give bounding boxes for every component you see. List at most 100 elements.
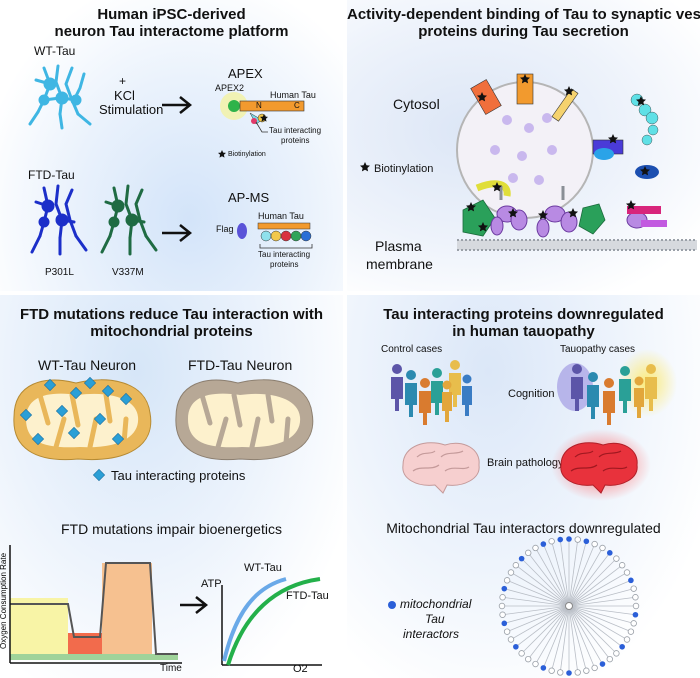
network-edge [568,547,603,607]
panel-title-line1: Activity-dependent binding of Tau to syn… [347,6,700,23]
network-edge [510,572,570,607]
network-node [630,585,637,592]
panel-interactome-platform: Human iPSC-derived neuron Tau interactom… [0,0,343,291]
cytosol-label: Cytosol [393,96,440,112]
network-node [632,594,639,601]
panel-title-line1: Tau interacting proteins downregulated [383,306,664,323]
network-node [574,669,581,676]
synaptic-vesicle-diagram [360,73,697,251]
v337m-label: V337M [112,267,144,278]
network-edge [521,605,570,654]
v337m-neuron-icon [100,184,158,256]
network-legend-node-icon [388,601,396,609]
network-edge [568,605,596,669]
flag-label: Flag [216,224,234,234]
network-node [583,538,590,545]
network-node [618,562,626,569]
network-node [512,562,520,569]
network-edge [515,605,570,648]
atp-curve-chart [221,577,322,666]
network-edge [568,558,617,607]
network-node [518,650,525,657]
ap-ms-label: AP-MS [228,190,270,205]
c-terminus-label: C [294,101,300,110]
arrow-icon [162,96,193,114]
network-edge [515,564,570,607]
n-terminus-label: N [256,101,262,110]
panel-title-line1: Human iPSC-derived [97,6,246,23]
network-node [501,620,508,627]
network-node [557,536,564,543]
tau-interacting-proteins-label-4: proteins [270,260,299,269]
network-edge [568,552,611,607]
network-node [632,602,640,610]
network-node [501,585,508,592]
network-edge [568,572,628,607]
network-edge [568,543,596,607]
network-node [613,555,620,562]
network-node [574,536,581,543]
apex2-label: APEX2 [215,83,245,93]
panel-divider [0,291,700,295]
network-node [591,664,598,672]
tau-interacting-proteins-label-3: Tau interacting [258,250,311,259]
network-edge [568,605,628,640]
network-node [623,569,631,576]
panel-title-line2: proteins during Tau secretion [418,23,629,40]
panel-tauopathy: Tau interacting proteins downregulated i… [347,295,700,678]
wt-tau-curve-label: WT-Tau [244,562,282,574]
panel-divider [343,0,347,678]
plus-label: + [119,74,127,88]
network-edge [504,588,570,607]
network-edge [568,541,587,607]
kcl-label: KCl [114,88,135,103]
network-node [532,660,539,668]
tau-interacting-proteins-label-2: proteins [281,136,310,145]
biotin-star-icon [260,114,268,122]
control-brain-icon [402,442,480,494]
legend-label: Tau interacting proteins [111,468,246,483]
network-node [525,655,532,663]
network-node [566,670,572,676]
human-tau-label-2: Human Tau [258,211,304,221]
network-node [628,577,634,584]
network-node [503,577,511,584]
vesicle-cargo [490,113,557,185]
network-node [525,549,532,557]
network-node [518,555,525,562]
network-legend-line3: interactors [403,627,460,641]
panel-title-line1: FTD mutations reduce Tau interaction wit… [19,306,324,323]
network-node [630,620,637,627]
biotinylation-label: Biotinylation [374,163,434,175]
network-edge [521,558,570,607]
control-cases-people-icon [391,360,472,425]
network-edge [568,564,623,607]
control-cases-label: Control cases [381,344,443,355]
legend-marker-icon [92,468,106,482]
mitochondrial-tau-network [498,536,640,676]
network-edge [506,605,570,633]
ftd-mitochondrion [175,379,314,461]
network-node [599,661,606,667]
network-edge [568,605,634,624]
arrow-icon [162,224,193,242]
network-edge [527,605,570,660]
network-edge [568,605,579,673]
plasma-label: Plasma [375,238,422,254]
time-axis-label: Time [160,663,182,674]
network-edge [568,605,632,633]
ftd-tau-label: FTD-Tau [28,168,75,182]
panel-title-line2: neuron Tau interactome platform [54,23,289,40]
network-node [513,643,519,650]
network-node [632,611,639,618]
network-edge [510,605,570,640]
network-title: Mitochondrial Tau interactors downregula… [386,520,661,536]
network-node [613,650,620,657]
network-edge [551,541,570,607]
apex-label: APEX [228,66,263,81]
tauopathy-cases-label: Tauopathy cases [560,344,636,355]
network-node [540,541,547,547]
p301l-neuron-icon [30,184,88,256]
network-node [599,544,606,552]
network-node [499,594,506,601]
